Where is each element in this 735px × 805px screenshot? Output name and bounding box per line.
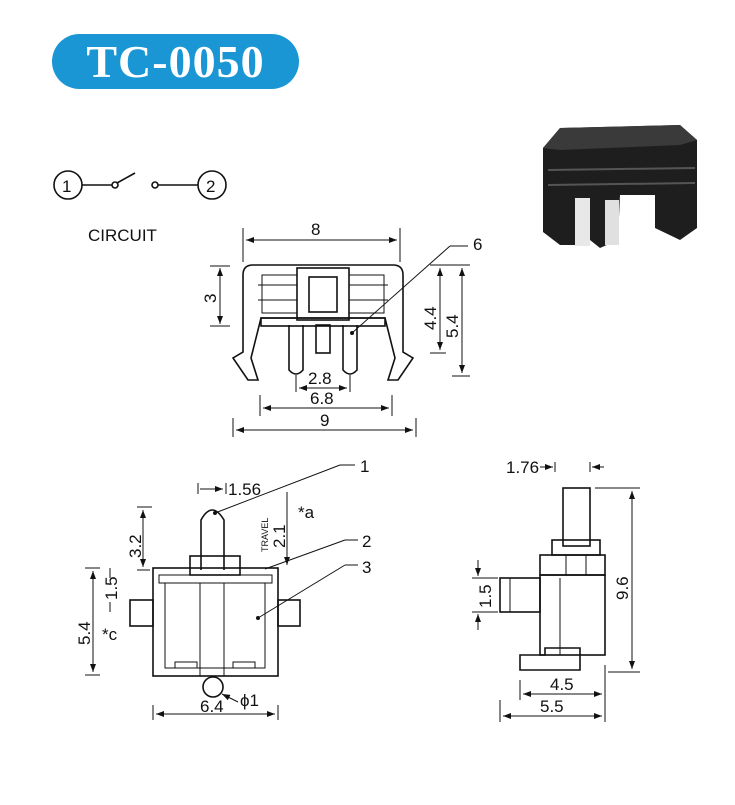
callout-2: 2 [362,532,371,551]
circuit-terminal-1: 1 [62,177,71,196]
dim-span-6-8: 6.8 [310,389,334,408]
dim-pitch-2-8: 2.8 [308,369,332,388]
model-title-badge: TC-0050 [52,34,299,89]
dim-height-9-6: 9.6 [613,576,632,600]
dim-height-4-4: 4.4 [421,306,440,330]
dim-height-5-4: 5.4 [75,621,94,645]
front-view-drawing: 1 1.56 *a TRAVEL 2.1 2 3 3.2 1.5 5.4 *c … [75,457,371,720]
dim-offset-1-5: 1.5 [102,576,121,600]
dim-plunger-1-76: 1.76 [506,458,539,477]
dim-travel-2-1: 2.1 [270,524,289,548]
circuit-terminal-2: 2 [206,177,215,196]
callout-6: 6 [473,235,482,254]
product-photo [543,125,697,248]
dim-width-4-5: 4.5 [550,675,574,694]
callout-1: 1 [360,457,369,476]
dim-height-5-4: 5.4 [443,314,462,338]
dim-height-3: 3 [201,294,220,303]
callout-3: 3 [362,558,371,577]
side-view-drawing: 1.76 9.6 1.5 4.5 5.5 [472,458,640,722]
dim-height-3-2: 3.2 [126,534,145,558]
model-title: TC-0050 [86,36,265,87]
note-a: *a [298,503,315,522]
travel-label: TRAVEL [260,518,270,552]
dim-diameter-1: ϕ1 [240,691,259,710]
dim-width-5-5: 5.5 [540,697,564,716]
dim-plunger-1-56: 1.56 [228,480,261,499]
dim-overall-9: 9 [320,411,329,430]
note-c: *c [102,625,118,644]
circuit-label: CIRCUIT [88,226,157,245]
dim-width-8: 8 [311,220,320,239]
dim-width-6-4: 6.4 [200,697,224,716]
dim-tab-1-5: 1.5 [476,584,495,608]
circuit-diagram: 1 2 CIRCUIT [53,170,227,245]
top-view-drawing: 8 3 4.4 5.4 2.8 6.8 9 6 [201,220,482,437]
